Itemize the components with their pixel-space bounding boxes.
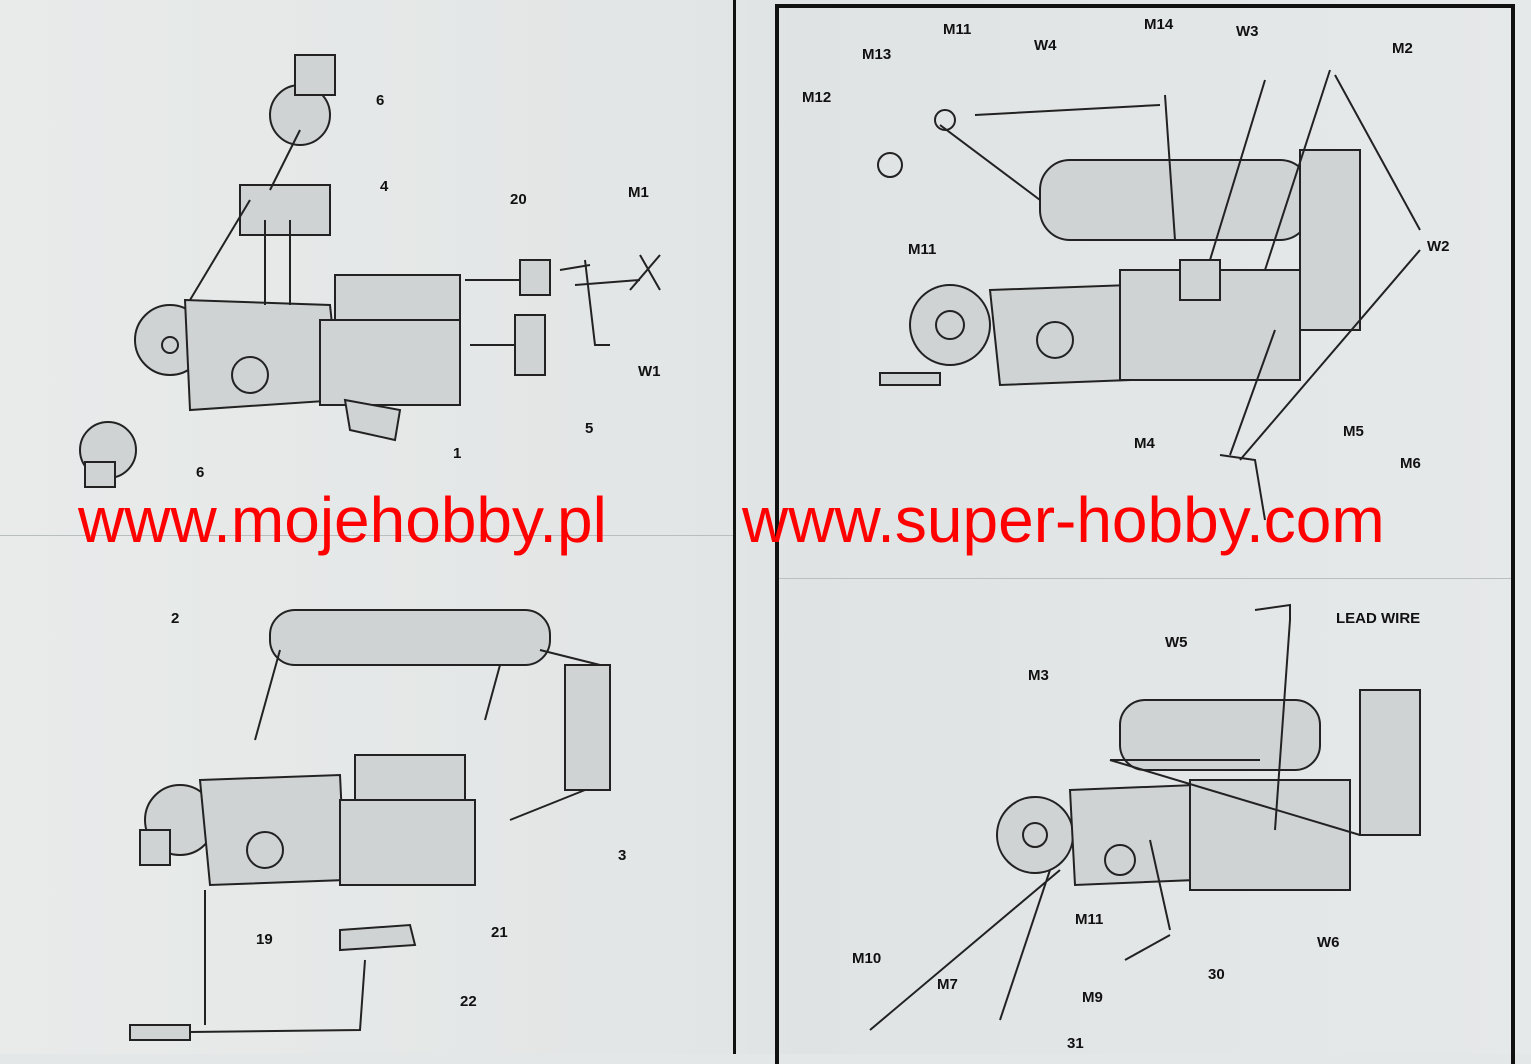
part-label: LEAD WIRE (1336, 610, 1421, 627)
part-label: W3 (1236, 23, 1259, 40)
part-label: M12 (802, 89, 832, 106)
fold-line (779, 578, 1511, 579)
part-label: M11 (1075, 911, 1104, 928)
part-label: M1 (628, 184, 649, 201)
part-label: 4 (380, 178, 389, 195)
part-label: M11 (943, 21, 972, 38)
part-label: 21 (491, 924, 508, 941)
part-label: M4 (1134, 435, 1155, 452)
part-label: M11 (908, 241, 937, 258)
panel-frame (775, 4, 1515, 1064)
part-label: 6 (196, 464, 205, 481)
part-label: 3 (618, 847, 627, 864)
part-label: 20 (510, 191, 527, 208)
part-label: 2 (171, 610, 180, 627)
part-label: 6 (376, 92, 385, 109)
engine-drawing-step3 (129, 609, 611, 1041)
engine-drawing-step2 (877, 69, 1421, 521)
engine-drawing-step4 (869, 603, 1421, 1031)
engine-drawing-step1 (79, 54, 661, 488)
part-label: 1 (453, 445, 462, 462)
part-label: 5 (585, 420, 594, 437)
part-label: M13 (862, 46, 892, 63)
part-label: W4 (1034, 37, 1057, 54)
watermark-mojehobby: www.mojehobby.pl (78, 484, 607, 556)
watermark-super-hobby: www.super-hobby.com (742, 484, 1385, 556)
part-label: W6 (1317, 934, 1340, 951)
part-label: M10 (852, 950, 882, 967)
part-label: 30 (1208, 966, 1225, 983)
fold-line (0, 535, 733, 536)
part-label: 22 (460, 993, 477, 1010)
part-label: M14 (1144, 16, 1174, 33)
part-label: M7 (937, 976, 958, 993)
part-label: W1 (638, 363, 661, 380)
part-label: W2 (1427, 238, 1450, 255)
part-label: M3 (1028, 667, 1049, 684)
part-label: M9 (1082, 989, 1103, 1006)
part-label: 19 (256, 931, 273, 948)
part-label: W5 (1165, 634, 1188, 651)
part-label: M2 (1392, 40, 1413, 57)
part-label: M6 (1400, 455, 1421, 472)
page-divider (733, 0, 736, 1054)
part-label: M5 (1343, 423, 1364, 440)
part-label: 31 (1067, 1035, 1084, 1052)
